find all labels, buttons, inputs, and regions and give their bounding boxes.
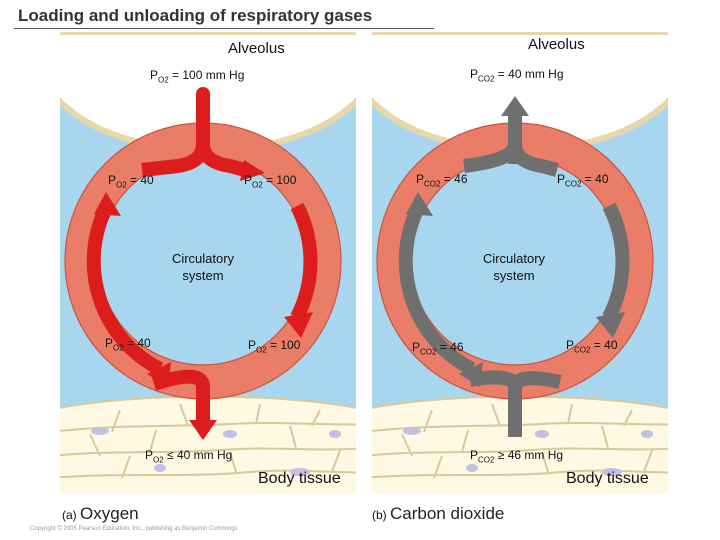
pco2-top-right-label: PCO2 = 40: [557, 172, 609, 189]
po2-bottom-right-label: PO2 = 100: [248, 338, 301, 355]
cell-nucleus: [466, 464, 478, 472]
cell-nucleus: [329, 430, 341, 438]
cell-nucleus: [91, 427, 109, 435]
tissue-pco2-label: PCO2 ≥ 46 mm Hg: [470, 448, 564, 465]
oxygen-arrowheads: [94, 160, 313, 440]
body-tissue-label-oxygen: Body tissue: [258, 470, 341, 487]
cell-nucleus: [535, 430, 549, 438]
pco2-bottom-right-label: PCO2 = 40: [566, 338, 618, 355]
caption-oxygen: (a) Oxygen: [62, 504, 139, 523]
cell-nucleus: [403, 427, 421, 435]
copyright-notice: Copyright © 2005 Pearson Education, Inc.…: [30, 526, 238, 532]
oxygen-panel: [60, 32, 356, 494]
carbon-dioxide-arrowheads: [406, 96, 625, 387]
alveolar-po2-label: PO2 = 100 mm Hg: [150, 68, 245, 85]
tissue-po2-label: PO2 ≤ 40 mm Hg: [145, 448, 233, 465]
body-tissue-cells: [372, 395, 668, 494]
oxygen-flow-arrows: [86, 87, 318, 420]
carbon-dioxide-panel: [372, 32, 668, 494]
carbon-dioxide-flow-arrows: [398, 116, 630, 437]
page-title: Loading and unloading of respiratory gas…: [18, 6, 373, 25]
alveolar-pco2-label: PCO2 = 40 mm Hg: [470, 67, 564, 84]
alveolus-label-oxygen: Alveolus: [228, 40, 285, 57]
body-tissue-cells: [60, 395, 356, 494]
cell-nucleus: [641, 430, 653, 438]
cell-nucleus: [290, 468, 310, 476]
po2-top-left-label: PO2 = 40: [108, 173, 154, 190]
pco2-bottom-left-label: PCO2 = 46: [412, 340, 464, 357]
body-tissue-label-carbon-dioxide: Body tissue: [566, 470, 649, 487]
cell-nucleus: [223, 430, 237, 438]
po2-bottom-left-label: PO2 = 40: [105, 336, 151, 353]
cell-nucleus: [154, 464, 166, 472]
caption-carbon-dioxide: (b) Carbon dioxide: [372, 504, 505, 523]
title-underline: [14, 28, 434, 29]
cell-nucleus: [602, 468, 622, 476]
alveolus-label-carbon-dioxide: Alveolus: [528, 36, 585, 53]
pco2-top-left-label: PCO2 = 46: [416, 172, 468, 189]
po2-top-right-label: PO2 = 100: [244, 173, 297, 190]
